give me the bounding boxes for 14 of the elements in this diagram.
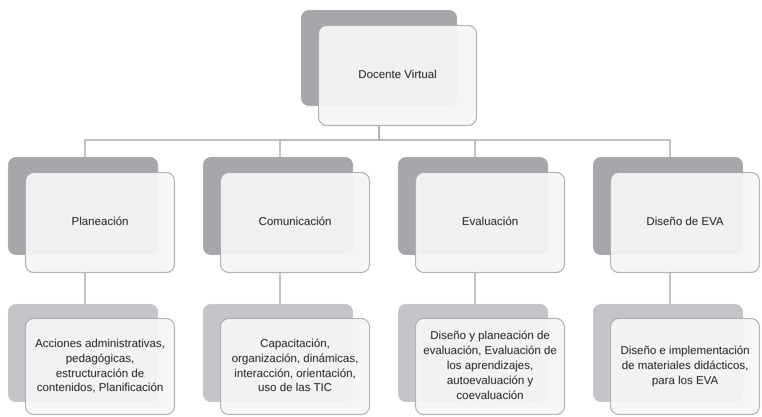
connector-line: [474, 273, 476, 304]
connector-line: [279, 273, 281, 304]
text-card: Planeación: [25, 172, 175, 273]
text-card: Diseño e implementación de materiales didácticos, para los EVA: [610, 318, 760, 415]
text-card: Diseño y planeación de evaluación, Evaluación de los aprendizajes, autoevaluación y coevaluación: [415, 318, 565, 415]
text-card: Docente Virtual: [318, 25, 477, 126]
text-card: Capacitación, organización, dinámicas, interacción, orientación, uso de las TIC: [220, 318, 370, 415]
text-card: Comunicación: [220, 172, 370, 273]
text-card: Evaluación: [415, 172, 565, 273]
connector-line: [84, 273, 86, 304]
connector-line: [669, 273, 671, 304]
text-card: Diseño de EVA: [610, 172, 760, 273]
text-card: Acciones administrativas, pedagógicas, estructuración de contenidos, Planificación: [25, 318, 175, 415]
connector-line: [378, 126, 671, 157]
